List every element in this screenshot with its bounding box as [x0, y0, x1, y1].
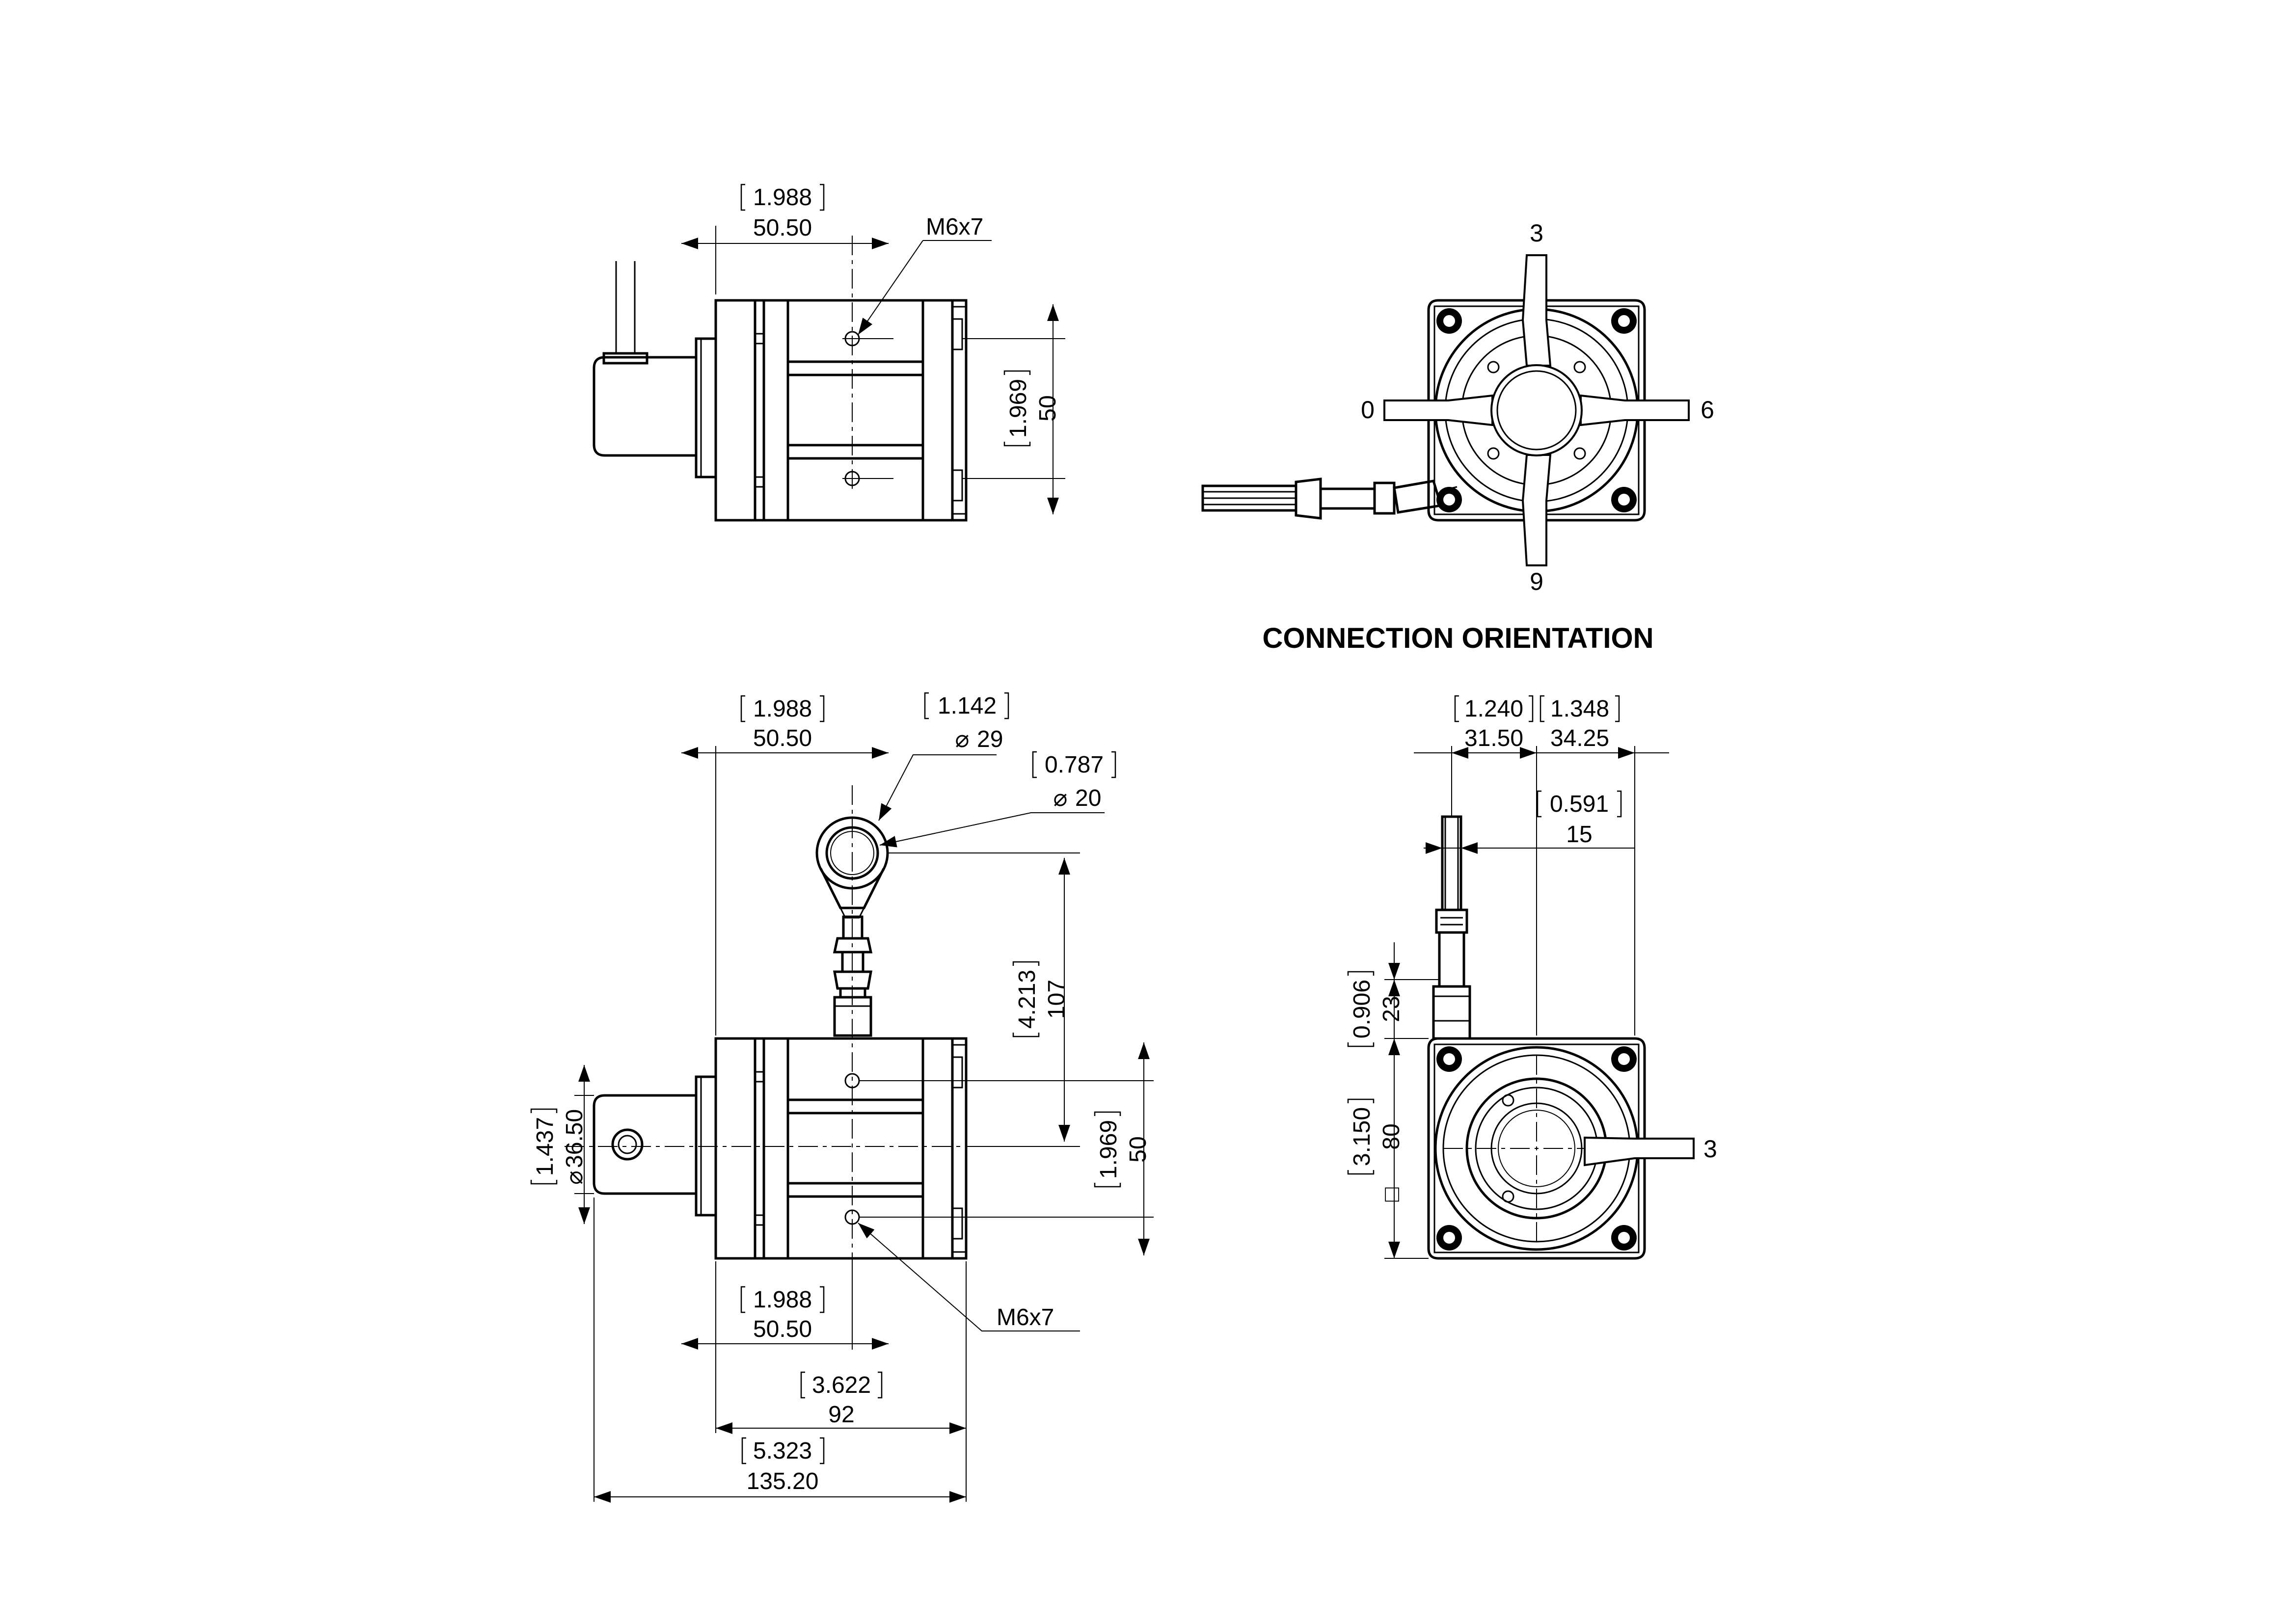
side-body: [714, 1037, 968, 1260]
orient-square: [1427, 299, 1646, 522]
top-body: [714, 299, 968, 522]
side-ring-height-in: 4.213: [1014, 970, 1040, 1029]
top-width-in: 1.988: [753, 185, 812, 211]
connection-orientation-title: CONNECTION ORIENTATION: [1263, 622, 1654, 654]
front-cable-h-in: 0.906: [1349, 980, 1375, 1038]
side-ring-inner-in: 0.787: [1045, 752, 1104, 778]
side-body-len-mm: 92: [828, 1402, 854, 1428]
top-height-in: 1.969: [1005, 379, 1031, 438]
orient-pos-left: 0: [1361, 396, 1375, 424]
front-corner-screws: [1436, 1046, 1637, 1251]
orient-pos-top: 3: [1530, 219, 1543, 247]
side-ring-outer-in: 1.142: [938, 693, 997, 719]
orient-cross: [1383, 254, 1690, 566]
side-hub-dia-mm: 36.50: [562, 1109, 588, 1168]
front-offset-in: 0.591: [1550, 791, 1609, 817]
side-thread: M6x7: [997, 1304, 1054, 1330]
front-left-in: 1.240: [1464, 696, 1523, 722]
top-flange: [695, 337, 717, 479]
side-total-len-mm: 135.20: [747, 1468, 819, 1494]
orientation-view: 3 0 6 9 CONNECTION ORIENTATION: [1201, 219, 1714, 654]
orient-corner-screws: [1436, 308, 1637, 512]
side-total-len-in: 5.323: [753, 1438, 812, 1464]
side-view: 1.988 50.50 1.142 ⌀ 29 0.787 ⌀ 20 4.213 …: [530, 692, 1154, 1503]
front-cable-pos: 3: [1703, 1135, 1717, 1163]
top-cable-boot: [602, 352, 648, 365]
front-square-in: 3.150: [1349, 1107, 1375, 1166]
side-bottom-width-mm: 50.50: [753, 1316, 812, 1342]
top-exit-housing: [593, 356, 698, 457]
front-square-mm: 80: [1378, 1123, 1405, 1149]
orient-hub: [1490, 364, 1583, 456]
side-hole-dist-in: 1.969: [1096, 1120, 1122, 1179]
front-square-sym: □: [1378, 1188, 1405, 1202]
front-right-in: 1.348: [1550, 696, 1609, 722]
top-width-mm: 50.50: [753, 215, 812, 241]
orient-pos-right: 6: [1701, 396, 1714, 424]
front-right-mm: 34.25: [1550, 725, 1609, 751]
front-offset-mm: 15: [1566, 822, 1592, 848]
front-cable-h-mm: 23: [1378, 996, 1405, 1022]
orient-pos-bottom: 9: [1530, 568, 1543, 595]
side-top-width-in: 1.988: [753, 696, 812, 722]
front-view: 3 1.240 31.50 1.348 34.25 0.591 15: [1347, 695, 1717, 1260]
side-bottom-width-in: 1.988: [753, 1287, 812, 1313]
side-hub-dia-sym: ⌀: [562, 1171, 588, 1185]
side-hub-dia-in: 1.437: [532, 1117, 558, 1176]
orient-connector: [1201, 478, 1458, 520]
side-ring-inner-mm: 20: [1075, 785, 1101, 811]
front-square: [1427, 1037, 1646, 1260]
side-hub: [593, 1094, 698, 1195]
side-top-width-mm: 50.50: [753, 725, 812, 751]
side-hub-hole: [611, 1128, 644, 1161]
top-height-mm: 50: [1035, 395, 1061, 421]
side-body-len-in: 3.622: [812, 1372, 871, 1398]
side-ring-outer-sym: ⌀: [955, 726, 970, 752]
front-cable-exit: [1584, 1136, 1695, 1167]
front-left-mm: 31.50: [1464, 725, 1523, 751]
side-hole-dist-mm: 50: [1125, 1136, 1151, 1162]
top-thread: M6x7: [926, 214, 983, 240]
side-ring-outer-mm: 29: [977, 726, 1003, 752]
top-view: 1.988 50.50 M6x7 1.969 50: [593, 184, 1065, 522]
top-cable: [615, 261, 636, 353]
side-ring-height-mm: 107: [1044, 980, 1070, 1019]
front-top-cable: [1432, 815, 1471, 1040]
side-ring-inner-sym: ⌀: [1053, 785, 1068, 811]
